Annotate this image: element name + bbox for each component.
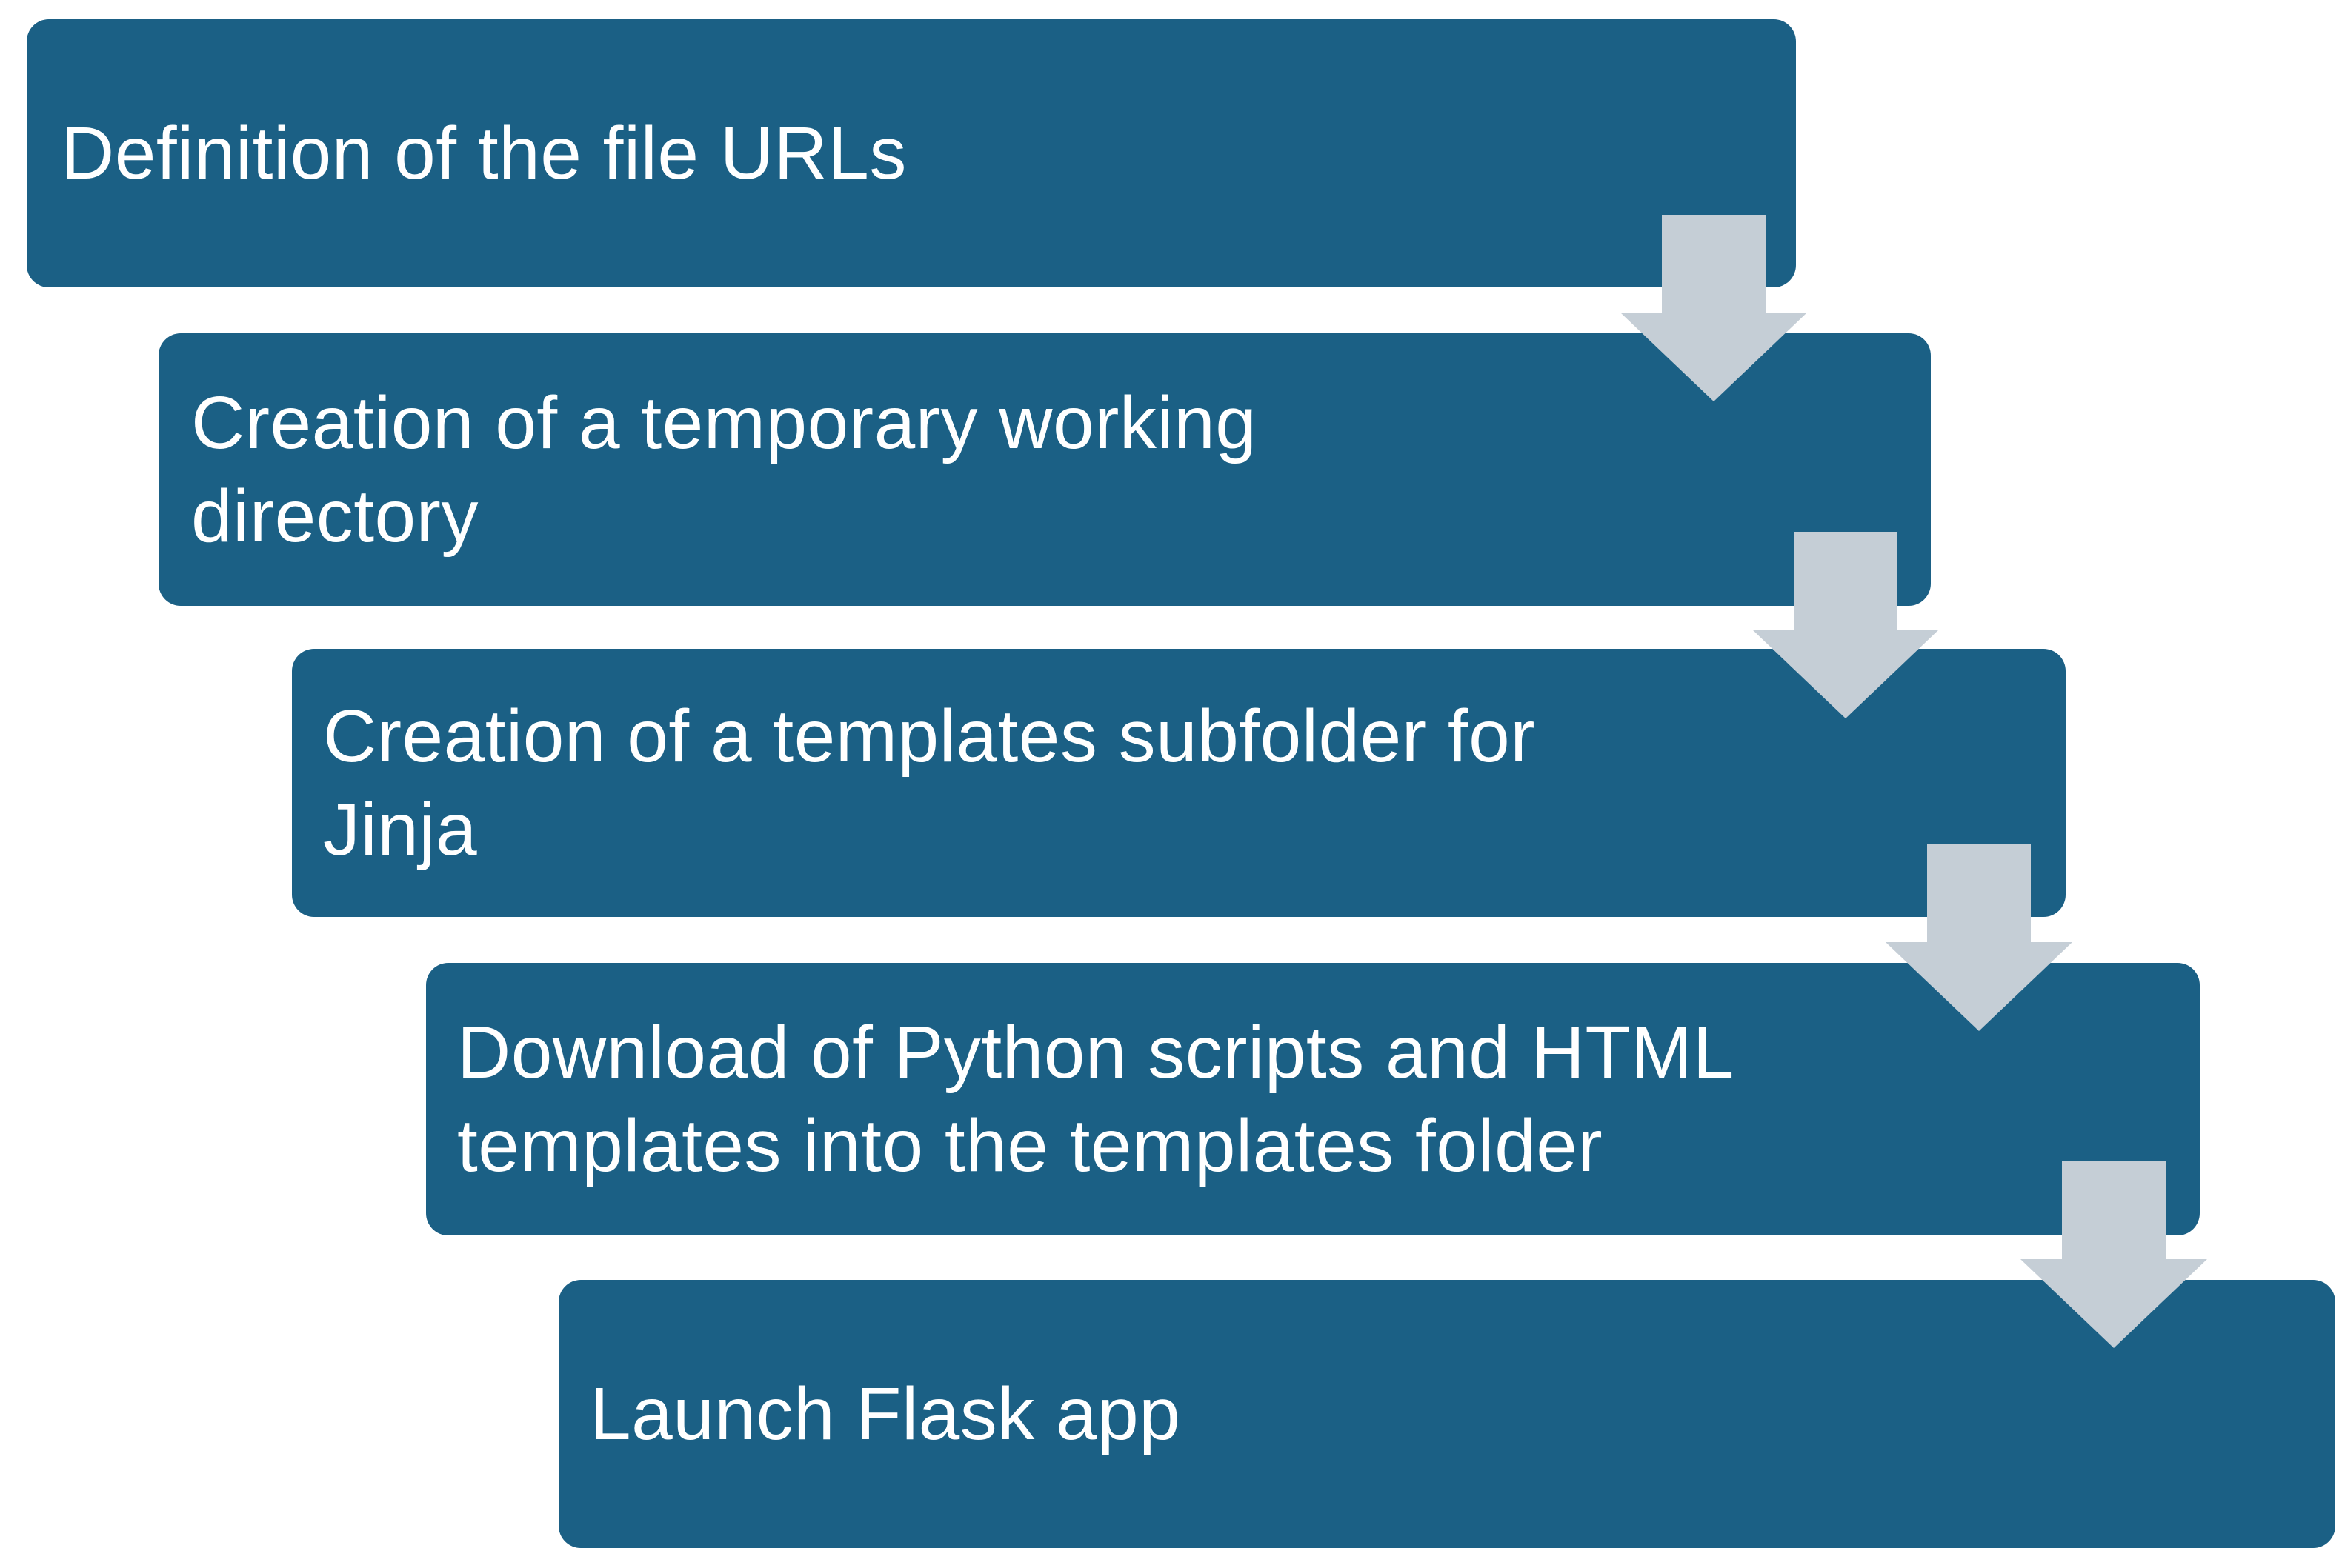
step-1-box: Definition of the file URLs xyxy=(27,19,1796,287)
down-arrow-icon xyxy=(2020,1161,2207,1348)
step-1-label: Definition of the file URLs xyxy=(61,112,907,195)
step-5-label: Launch Flask app xyxy=(590,1372,1181,1455)
step-4-label: Download of Python scripts and HTML temp… xyxy=(457,1011,1732,1187)
step-4-box: Download of Python scripts and HTML temp… xyxy=(426,963,2200,1235)
down-arrow-icon xyxy=(1886,844,2072,1031)
step-2-label: Creation of a temporary working director… xyxy=(191,381,1257,558)
step-3-box: Creation of a templates subfolder for Ji… xyxy=(292,649,2066,917)
step-2-box: Creation of a temporary working director… xyxy=(159,333,1931,606)
down-arrow-icon xyxy=(1620,215,1807,401)
step-3-label: Creation of a templates subfolder for Ji… xyxy=(323,695,1536,871)
step-5-box: Launch Flask app xyxy=(559,1280,2335,1548)
down-arrow-icon xyxy=(1752,532,1939,718)
